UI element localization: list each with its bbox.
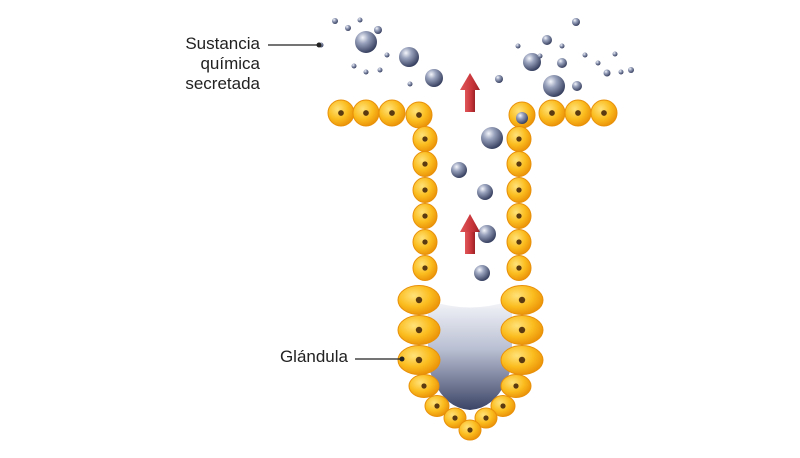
droplet [582,52,588,58]
droplet [377,67,383,73]
droplet [355,31,377,53]
cell [412,229,438,255]
droplet [399,47,419,67]
cell [412,203,438,229]
droplet [572,18,580,26]
droplet [515,43,521,49]
cell [412,255,438,281]
droplet [495,75,503,83]
label-secreted-substance: Sustancia química secretada [185,34,260,93]
cell [378,99,406,127]
cell [506,255,532,281]
droplet [516,112,528,124]
cell [500,315,544,345]
cell [443,407,467,429]
cell [506,177,532,203]
cell [490,395,516,417]
cell [397,345,441,375]
droplet [374,26,382,34]
cell [474,407,498,429]
secreted-droplets [318,17,634,281]
gland-lumen [428,300,512,410]
cell [412,151,438,177]
droplet [425,69,443,87]
droplet [557,58,567,68]
cell [405,101,433,129]
cell [538,99,566,127]
cell [458,419,482,441]
cell [397,315,441,345]
droplet [523,53,541,71]
cell [500,285,544,315]
cell [352,99,380,127]
cell [506,151,532,177]
droplet [481,127,503,149]
droplet [572,81,582,91]
cell [506,126,532,152]
droplet [612,51,618,57]
droplet [332,18,338,24]
droplet [384,52,390,58]
cell [397,285,441,315]
leader-line-secreted-substance [268,42,322,48]
upward-arrow-top [460,73,480,112]
epithelial-cells [327,99,618,441]
droplet [474,265,490,281]
droplet [407,81,413,87]
droplet [543,75,565,97]
droplet [351,63,357,69]
droplet [595,60,601,66]
droplet [478,225,496,243]
label-gland: Glándula [279,347,348,366]
droplet [559,43,565,49]
cell [506,203,532,229]
leader-line-gland [355,356,405,362]
cell [506,229,532,255]
droplet [537,53,543,59]
cell [500,374,532,398]
droplet [451,162,467,178]
cell [424,395,450,417]
droplet [618,69,624,75]
cell [412,126,438,152]
droplet [363,69,369,75]
droplet [628,67,634,73]
droplet [345,25,351,31]
droplet [477,184,493,200]
droplet [357,17,363,23]
droplet [603,69,611,77]
cell [408,374,440,398]
cell [327,99,355,127]
cell [500,345,544,375]
cell [590,99,618,127]
upward-arrow-middle [460,214,480,254]
cell [564,99,592,127]
droplet [542,35,552,45]
cell [412,177,438,203]
